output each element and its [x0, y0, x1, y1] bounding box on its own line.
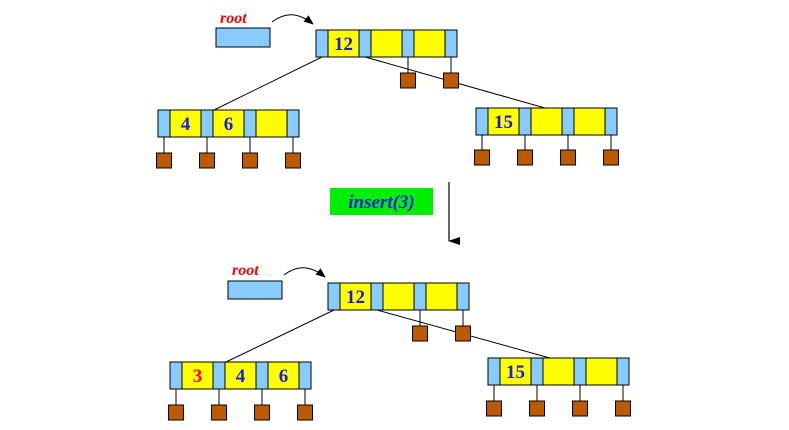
- pointer-cell: [487, 357, 501, 386]
- pointer-cell: [358, 29, 372, 58]
- root-pointer-arrow: [283, 267, 326, 278]
- child-subtree-box: [474, 149, 490, 166]
- pointer-cell: [561, 107, 575, 136]
- child-subtree-box: [443, 72, 459, 89]
- pointer-cell: [444, 29, 458, 58]
- pointer-cell: [616, 357, 630, 386]
- pointer-cell: [169, 361, 183, 390]
- child-subtree-box: [486, 400, 502, 417]
- pointer-cell: [456, 282, 470, 311]
- root-label: root: [220, 10, 247, 27]
- key-cell: [181, 361, 214, 390]
- child-subtree-box: [400, 72, 416, 89]
- btree-node-right: 15: [486, 357, 631, 417]
- btree-node-root: 12: [327, 282, 471, 342]
- key-cell: [585, 357, 618, 386]
- key-cell: [425, 282, 458, 311]
- btree-node-root: 12: [315, 29, 459, 89]
- pointer-cell: [243, 109, 257, 138]
- child-subtree-box: [242, 152, 258, 169]
- operation-label: insert(3): [348, 192, 415, 213]
- key-value: 6: [224, 114, 234, 135]
- pointer-cell: [255, 361, 269, 390]
- key-cell: [339, 282, 372, 311]
- pointer-cell: [200, 109, 214, 138]
- pointer-cell: [286, 109, 300, 138]
- child-subtree-box: [572, 400, 588, 417]
- key-cell: [573, 107, 606, 136]
- pointer-cell: [212, 361, 226, 390]
- key-value: 6: [279, 366, 289, 387]
- child-subtree-box: [615, 400, 631, 417]
- root-pointer-box: [215, 27, 271, 48]
- child-subtree-box: [199, 152, 215, 169]
- key-cell: [413, 29, 446, 58]
- pointer-cell: [298, 361, 312, 390]
- root-label: root: [232, 262, 259, 279]
- child-subtree-box: [156, 152, 172, 169]
- root-pointer-box: [227, 280, 283, 300]
- btree-node-left: 3 4 6: [168, 361, 313, 421]
- child-subtree-box: [285, 152, 301, 169]
- child-subtree-box: [529, 400, 545, 417]
- edge-root-left: [225, 309, 335, 363]
- key-value: 3: [193, 366, 203, 387]
- key-cell: [267, 361, 300, 390]
- key-cell: [212, 109, 245, 138]
- operation: insert(3): [330, 182, 460, 245]
- pointer-cell: [315, 29, 329, 58]
- btree-node-right: 15: [474, 107, 619, 166]
- key-value: 15: [506, 362, 525, 383]
- child-subtree-box: [254, 404, 270, 421]
- edge-root-left: [213, 56, 323, 111]
- child-subtree-box: [560, 149, 576, 166]
- child-subtree-box: [517, 149, 533, 166]
- child-subtree-box: [211, 404, 227, 421]
- pointer-cell: [518, 107, 532, 136]
- pointer-cell: [157, 109, 171, 138]
- key-cell: [370, 29, 403, 58]
- after-tree: root 12 3 4 6 15: [168, 262, 631, 421]
- child-subtree-box: [455, 325, 471, 342]
- operation-badge: [330, 188, 433, 215]
- child-subtree-box: [412, 325, 428, 342]
- key-cell: [487, 107, 520, 136]
- pointer-cell: [413, 282, 427, 311]
- pointer-cell: [370, 282, 384, 311]
- key-value: 12: [334, 34, 353, 55]
- key-cell: [255, 109, 288, 138]
- key-value: 4: [181, 114, 191, 135]
- pointer-cell: [475, 107, 489, 136]
- pointer-cell: [604, 107, 618, 136]
- key-cell: [530, 107, 563, 136]
- key-value: 12: [346, 287, 365, 308]
- pointer-cell: [573, 357, 587, 386]
- pointer-cell: [530, 357, 544, 386]
- key-cell: [542, 357, 575, 386]
- key-value: 15: [494, 112, 513, 133]
- key-cell: [382, 282, 415, 311]
- root-pointer-arrow: [271, 14, 314, 25]
- pointer-cell: [401, 29, 415, 58]
- key-value: 4: [236, 366, 246, 387]
- pointer-cell: [327, 282, 341, 311]
- child-subtree-box: [297, 404, 313, 421]
- child-subtree-box: [603, 149, 619, 166]
- child-subtree-box: [168, 404, 184, 421]
- key-cell: [169, 109, 202, 138]
